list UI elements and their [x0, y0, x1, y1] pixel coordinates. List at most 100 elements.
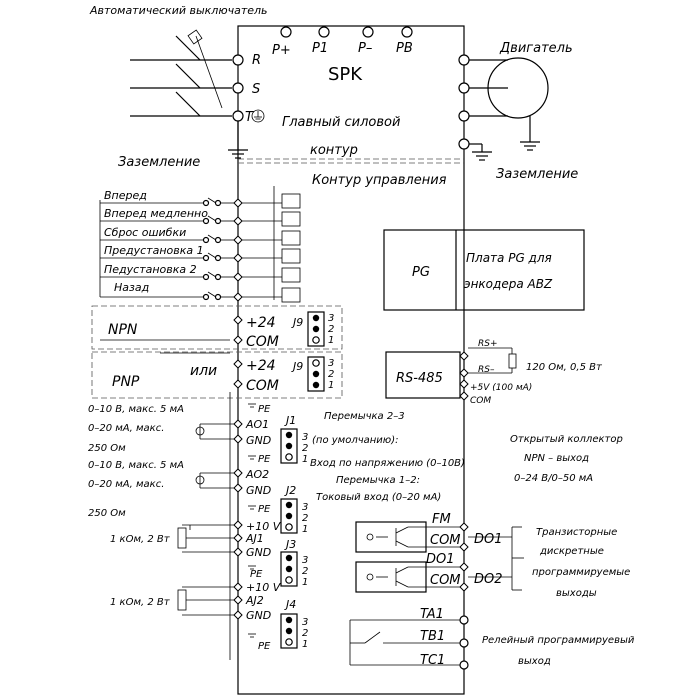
rs-5v-label: +5V (100 мА) — [470, 383, 532, 393]
ground-left-label: Заземление — [118, 155, 200, 170]
pg-label: PG — [412, 265, 430, 280]
npn-block — [91, 305, 343, 350]
oc-note-1: Открытый коллектор — [510, 434, 623, 445]
pin-num: 1 — [328, 335, 334, 346]
terminal-x4[interactable] — [233, 253, 243, 263]
pin-num: 3 — [302, 555, 308, 566]
potentiometer-2-icon — [177, 586, 234, 616]
top-power-terminals: P+ P1 P– PB — [272, 26, 413, 58]
label-10v-2: +10 V — [246, 581, 282, 594]
terminal-ta1[interactable] — [459, 615, 469, 625]
terminal-tc1[interactable] — [459, 660, 469, 670]
terminal-p-plus[interactable] — [280, 26, 292, 38]
terminal-rs-com[interactable] — [459, 391, 469, 401]
terminal-w[interactable] — [458, 110, 470, 122]
label-10v-1: +10 V — [246, 520, 282, 533]
j2-jumper[interactable] — [280, 498, 298, 534]
terminal-com-do1[interactable] — [459, 542, 469, 552]
pin-num: 3 — [302, 502, 308, 513]
motor-icon — [487, 57, 549, 119]
pin-num: 1 — [302, 454, 308, 465]
terminal-u[interactable] — [458, 54, 470, 66]
terminal-ao1[interactable] — [233, 419, 243, 429]
label-24v-pnp: +24 — [246, 358, 276, 374]
motor-label: Двигатель — [499, 41, 573, 56]
label-t: T — [245, 110, 254, 125]
j3-jumper[interactable] — [280, 551, 298, 587]
terminal-pb[interactable] — [401, 26, 413, 38]
terminal-v[interactable] — [458, 82, 470, 94]
terminal-aj2[interactable] — [233, 595, 243, 605]
terminal-fm[interactable] — [459, 522, 469, 532]
input-label-forward: Вперед — [104, 189, 147, 202]
input-label-reverse: Назад — [114, 281, 149, 294]
terminal-10v-2[interactable] — [233, 582, 243, 592]
terminal-aj1[interactable] — [233, 533, 243, 543]
termination-resistor-icon — [468, 347, 517, 374]
ta1-label: TA1 — [420, 607, 444, 622]
terminal-rs-5v[interactable] — [459, 379, 469, 389]
pin-num: 2 — [328, 324, 334, 335]
pg-board-label-2: энкодера ABZ — [464, 277, 553, 291]
terminal-com-pnp[interactable] — [233, 379, 243, 389]
pg-board-label-1: Плата PG для — [466, 251, 552, 265]
ground-terminal-icon — [251, 109, 265, 123]
terminal-r[interactable] — [232, 54, 244, 66]
terminal-x3[interactable] — [233, 235, 243, 245]
label-p-plus: P+ — [272, 43, 291, 58]
brand-name: SPK — [328, 64, 363, 85]
transistor-note-4: выходы — [556, 588, 597, 599]
terminal-24v-npn[interactable] — [233, 315, 243, 325]
terminal-x1[interactable] — [233, 198, 243, 208]
main-power-label-1: Главный силовой — [282, 115, 400, 130]
com-do1-label: COM — [430, 533, 461, 548]
terminal-ao2[interactable] — [233, 468, 243, 478]
j9-pnp-jumper[interactable] — [307, 356, 325, 392]
digital-inputs-block: Вперед Вперед медленно Сброс ошибки Пред… — [99, 186, 301, 303]
terminal-gnd-2[interactable] — [233, 483, 243, 493]
pin-num: 3 — [328, 358, 334, 369]
terminal-com-npn[interactable] — [233, 335, 243, 345]
ao2-spec-1: 0–10 В, макс. 5 мА — [88, 460, 184, 471]
main-power-label-2: контур — [310, 143, 358, 158]
label-r: R — [252, 53, 261, 68]
terminal-t[interactable] — [232, 110, 244, 122]
terminal-rs-plus[interactable] — [459, 351, 469, 361]
ground-right-label: Заземление — [496, 167, 578, 182]
terminal-do1[interactable] — [459, 562, 469, 572]
terminal-10v-1[interactable] — [233, 520, 243, 530]
terminal-x6[interactable] — [233, 292, 243, 302]
terminal-gnd-1[interactable] — [233, 434, 243, 444]
j1-label: J1 — [284, 414, 296, 427]
tb1-label: TB1 — [420, 629, 445, 644]
terminal-x2[interactable] — [233, 216, 243, 226]
input-reverse: Назад — [114, 281, 234, 301]
j4-jumper[interactable] — [280, 613, 298, 649]
control-circuit-label: Контур управления — [312, 173, 447, 188]
j1-jumper[interactable] — [280, 428, 298, 464]
transistor-note-2: дискретные — [539, 546, 604, 557]
terminal-gnd-4[interactable] — [233, 610, 243, 620]
terminal-rs-minus[interactable] — [459, 368, 469, 378]
terminal-gnd-3[interactable] — [233, 547, 243, 557]
terminal-24v-pnp[interactable] — [233, 359, 243, 369]
terminal-com-do2[interactable] — [459, 582, 469, 592]
terminal-s[interactable] — [232, 82, 244, 94]
npn-label: NPN — [108, 322, 138, 338]
terminal-x5[interactable] — [233, 272, 243, 282]
input-label-reset: Сброс ошибки — [104, 226, 186, 239]
j4-label: J4 — [284, 598, 296, 611]
rs-resistor-label: 120 Ом, 0,5 Вт — [526, 362, 603, 373]
pin-num: 3 — [302, 617, 308, 628]
label-gnd-4: GND — [246, 609, 271, 622]
terminal-tb1[interactable] — [459, 638, 469, 648]
terminal-p-minus[interactable] — [362, 26, 374, 38]
pe-label-3: PE — [258, 504, 271, 515]
terminal-pe-out[interactable] — [458, 138, 470, 150]
circuit-breaker — [130, 29, 232, 117]
terminal-p1[interactable] — [318, 26, 330, 38]
input-label-preset-1: Предустановка 1 — [104, 244, 204, 257]
pg-board — [383, 229, 585, 311]
j9-npn-jumper[interactable] — [307, 311, 325, 347]
